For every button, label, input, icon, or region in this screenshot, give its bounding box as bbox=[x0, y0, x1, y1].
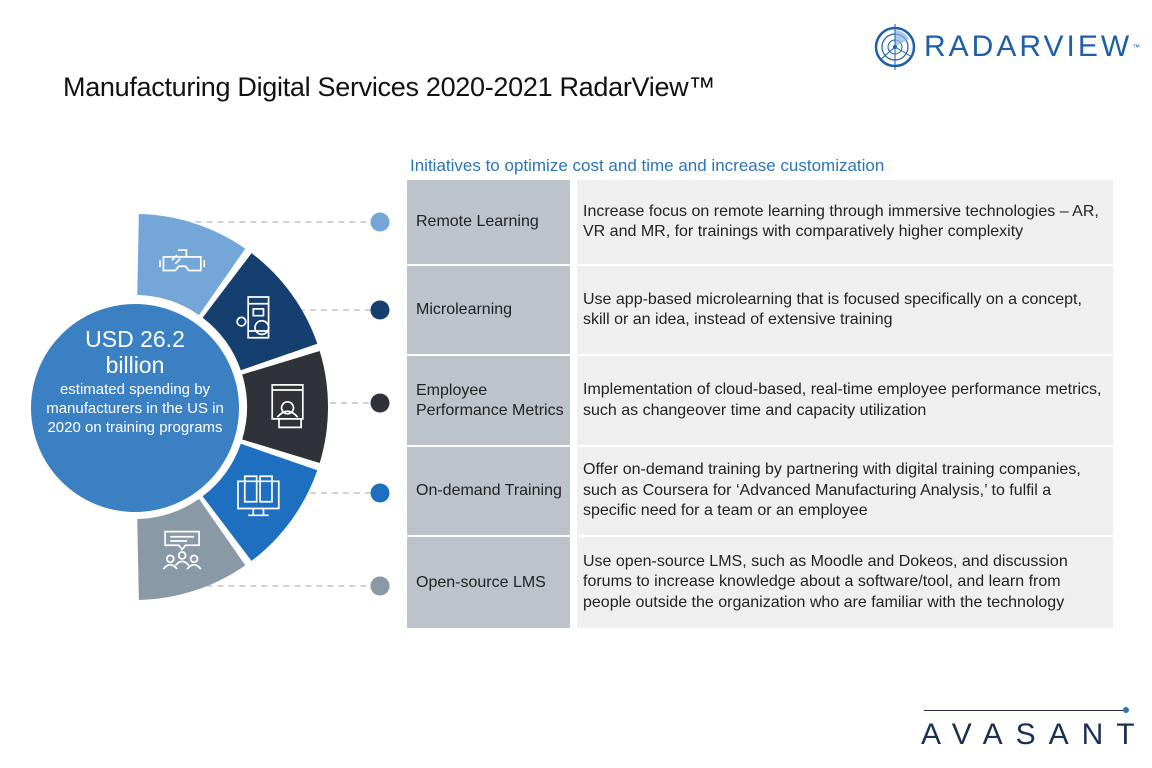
vr-headset-icon bbox=[159, 249, 206, 272]
ring-segment bbox=[137, 214, 246, 316]
discussion-forum-icon bbox=[162, 530, 202, 570]
initiative-description: Offer on-demand training by partnering w… bbox=[577, 447, 1113, 535]
initiative-row: Microlearning Use app-based microlearnin… bbox=[407, 266, 1113, 354]
initiative-dot bbox=[370, 483, 390, 503]
avasant-logo: AVASANT bbox=[921, 718, 1148, 751]
amount-line1: USD 26.2 bbox=[85, 326, 185, 352]
logo-tm: ™ bbox=[1132, 42, 1141, 52]
initiative-description: Use open-source LMS, such as Moodle and … bbox=[577, 537, 1113, 628]
initiative-description: Use app-based microlearning that is focu… bbox=[577, 266, 1113, 354]
spending-description: estimated spending by manufacturers in t… bbox=[46, 381, 224, 436]
initiative-dot bbox=[370, 393, 390, 413]
avasant-line bbox=[924, 710, 1124, 711]
initiative-name: Microlearning bbox=[407, 266, 570, 354]
initiative-dot bbox=[370, 212, 390, 232]
ring-segment bbox=[137, 498, 246, 600]
radarview-logo: RADARVIEW ™ bbox=[872, 24, 1140, 70]
initiatives-ring bbox=[137, 212, 390, 600]
initiative-row: Remote Learning Increase focus on remote… bbox=[407, 180, 1113, 264]
amount-line2: billion bbox=[105, 352, 165, 378]
avasant-dot bbox=[1123, 707, 1129, 713]
radar-icon bbox=[874, 24, 916, 70]
ring-segment bbox=[242, 351, 328, 463]
table-subheading: Initiatives to optimize cost and time an… bbox=[410, 156, 885, 175]
logo-text: RADARVIEW bbox=[924, 30, 1133, 63]
ring-segment bbox=[202, 253, 318, 371]
initiative-dot bbox=[370, 576, 390, 596]
initiative-description: Implementation of cloud-based, real-time… bbox=[577, 356, 1113, 445]
initiative-name: On-demand Training bbox=[407, 447, 570, 535]
initiative-row: On-demand Training Offer on-demand train… bbox=[407, 447, 1113, 535]
spending-circle: USD 26.2 billion estimated spending by m… bbox=[31, 304, 239, 512]
initiative-row: Open-source LMS Use open-source LMS, suc… bbox=[407, 537, 1113, 628]
initiative-dot bbox=[370, 300, 390, 320]
page-title: Manufacturing Digital Services 2020-2021… bbox=[63, 72, 716, 102]
spending-amount: USD 26.2 billion bbox=[31, 326, 239, 378]
initiative-description: Increase focus on remote learning throug… bbox=[577, 180, 1113, 264]
initiative-name: Employee Performance Metrics bbox=[407, 356, 570, 445]
employee-rating-icon bbox=[271, 384, 304, 429]
mobile-app-icon bbox=[236, 296, 270, 339]
initiative-name: Remote Learning bbox=[407, 180, 570, 264]
initiative-row: Employee Performance Metrics Implementat… bbox=[407, 356, 1113, 445]
online-book-icon bbox=[237, 475, 280, 517]
initiative-name: Open-source LMS bbox=[407, 537, 570, 628]
